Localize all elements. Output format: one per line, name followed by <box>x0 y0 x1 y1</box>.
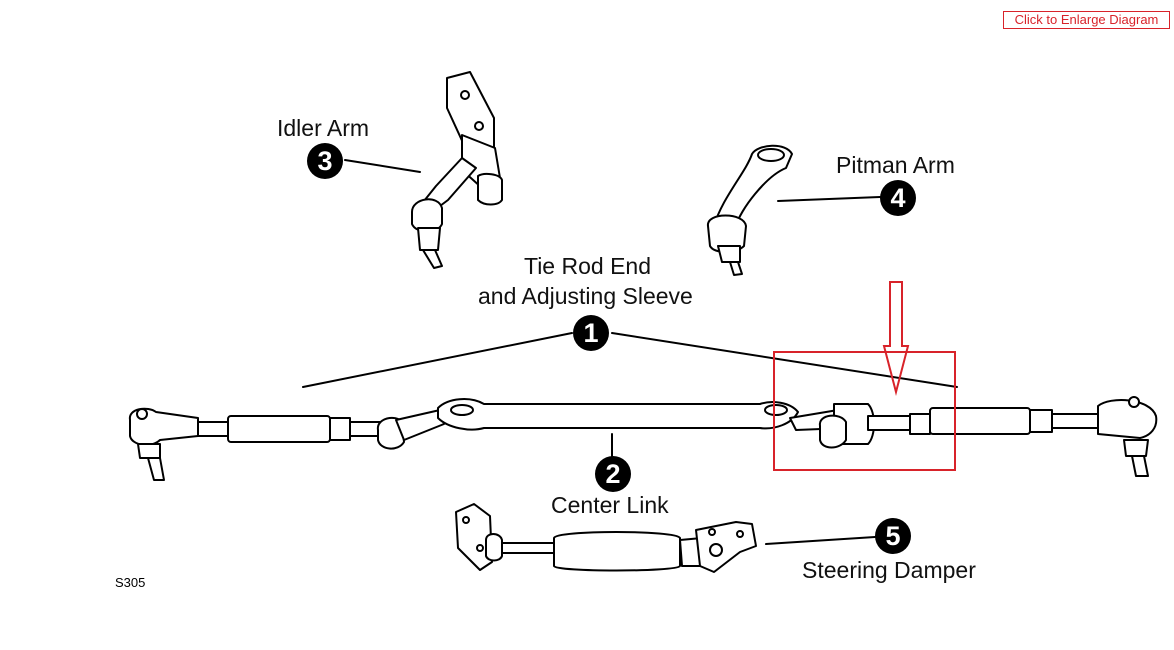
part-number-badge-1: 1 <box>573 315 609 351</box>
part-number-badge-3: 3 <box>307 143 343 179</box>
diagram-code: S305 <box>115 575 146 590</box>
part-number-badge-2: 2 <box>595 456 631 492</box>
part-number-badge-4: 4 <box>880 180 916 216</box>
idler-arm-label: Idler Arm <box>277 115 370 141</box>
part-number-badge-5: 5 <box>875 518 911 554</box>
tie-rod-assembly <box>128 396 1158 481</box>
steering-damper-label: Steering Damper <box>802 557 976 583</box>
highlight-arrow <box>882 281 910 396</box>
steering-damper-drawing <box>455 503 757 573</box>
enlarge-diagram-button[interactable]: Click to Enlarge Diagram <box>1003 11 1170 29</box>
idler-arm-drawing <box>411 71 503 269</box>
center-link-label: Center Link <box>551 492 669 518</box>
highlight-marker <box>773 281 956 471</box>
tie-rod-label-line2: and Adjusting Sleeve <box>478 283 693 309</box>
highlight-box <box>773 351 956 471</box>
pitman-arm-drawing <box>707 144 793 276</box>
pitman-arm-label: Pitman Arm <box>836 152 955 178</box>
tie-rod-label-line1: Tie Rod End <box>524 253 651 279</box>
